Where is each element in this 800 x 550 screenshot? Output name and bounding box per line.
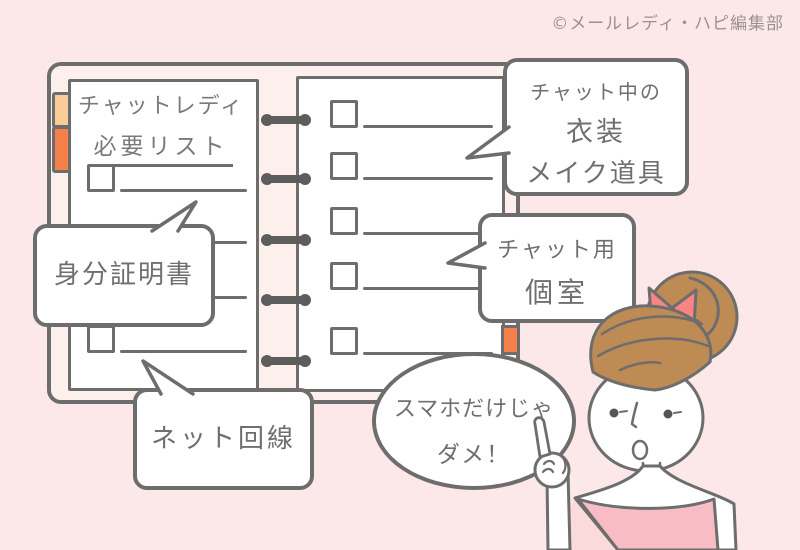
callout-costume-line1: チャット中の	[530, 80, 662, 104]
callout-costume-line2: 衣装	[566, 117, 626, 148]
checkbox-icon	[330, 207, 358, 235]
ring-bar	[265, 175, 307, 183]
speech-warning-line1: スマホだけじゃ	[393, 397, 555, 422]
ring-dot	[299, 173, 311, 185]
callout-room-line1: チャット用	[497, 238, 617, 263]
notebook-tab-right-orange	[501, 325, 520, 355]
checklist-title: チャットレディ 必要リスト	[72, 88, 250, 167]
ring-dot	[299, 114, 311, 126]
checklist-title-line1: チャットレディ	[77, 94, 245, 119]
character-dress	[576, 497, 720, 550]
checklist-row	[87, 164, 247, 192]
binder-ring	[261, 234, 311, 246]
checklist-row	[330, 327, 493, 355]
callout-costume: チャット中の 衣装 メイク道具	[503, 58, 689, 196]
eye-right	[663, 409, 673, 419]
fist-knuckles	[541, 454, 567, 475]
checkbox-icon	[87, 325, 115, 353]
hair-strand	[600, 315, 704, 336]
callout-id-document: 身分証明書	[33, 224, 215, 327]
pointing-finger	[533, 416, 552, 459]
ring-dot	[299, 355, 311, 367]
checkbox-icon	[330, 100, 358, 128]
blank-line	[363, 125, 493, 128]
callout-room: チャット用 個室	[478, 213, 636, 323]
checklist-row	[330, 207, 493, 235]
speech-warning-line2: ダメ！	[436, 442, 512, 468]
checkbox-icon	[330, 262, 358, 290]
blank-line	[120, 189, 247, 192]
binder-ring	[261, 114, 311, 126]
eye-left	[609, 408, 619, 418]
callout-room-line2: 個室	[524, 276, 589, 309]
ring-dot	[299, 234, 311, 246]
blank-line	[363, 287, 493, 290]
character-hair	[589, 304, 713, 392]
hair-strand	[596, 337, 710, 358]
blank-line	[363, 352, 493, 355]
callout-id-document-label: 身分証明書	[53, 260, 194, 290]
checkbox-icon	[87, 164, 115, 192]
copyright-text: ©メールレディ・ハピ編集部	[551, 14, 784, 34]
eye-right-tick	[673, 411, 682, 414]
binder-ring	[261, 294, 311, 306]
ring-bar	[265, 357, 307, 365]
mouth	[631, 439, 649, 461]
checklist-row	[330, 100, 493, 128]
checklist-row	[330, 152, 493, 180]
character-illustration	[533, 270, 739, 550]
ring-dot	[299, 294, 311, 306]
binder-ring	[261, 355, 311, 367]
callout-internet: ネット回線	[133, 388, 314, 490]
checklist-row	[330, 262, 493, 290]
blank-line	[120, 350, 247, 353]
callout-costume-line3: メイク道具	[526, 159, 666, 189]
nose	[630, 401, 639, 429]
binder-ring	[261, 173, 311, 185]
checkbox-icon	[330, 152, 358, 180]
checklist-row	[87, 325, 247, 353]
eye-left-tick	[619, 410, 628, 413]
checkbox-icon	[330, 327, 358, 355]
ring-bar	[265, 236, 307, 244]
blank-line	[363, 177, 493, 180]
callout-internet-label: ネット回線	[150, 424, 296, 454]
ring-bar	[265, 116, 307, 124]
blank-line	[363, 232, 493, 235]
checklist-title-line2: 必要リスト	[89, 127, 233, 167]
ring-bar	[265, 296, 307, 304]
hair-strand	[618, 361, 662, 372]
